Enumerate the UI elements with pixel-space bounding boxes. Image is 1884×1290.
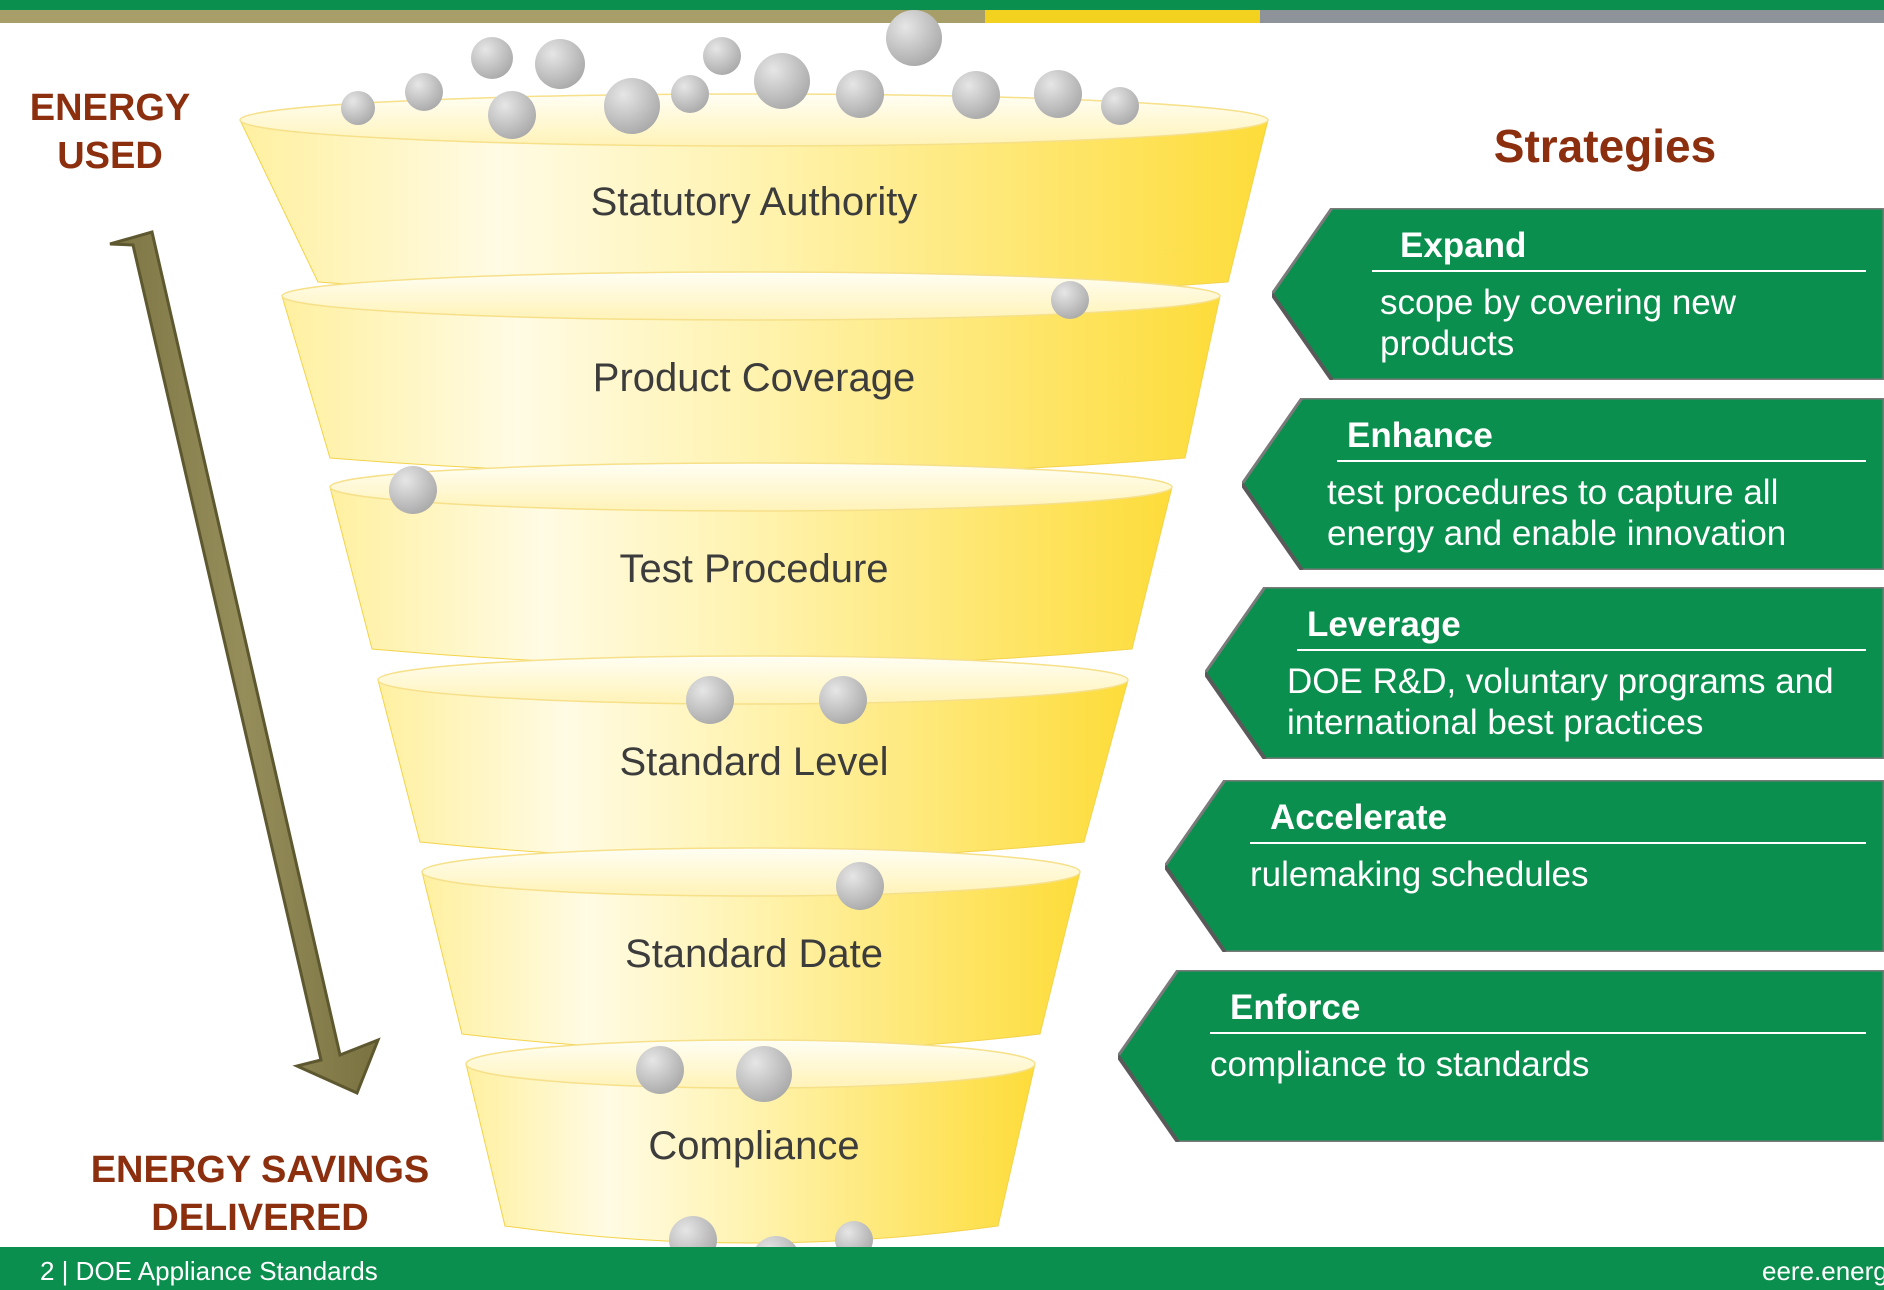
energy-ball <box>1034 70 1082 118</box>
strategy-chevron-shape <box>1205 587 1884 759</box>
funnel-tier <box>281 271 1221 476</box>
strategy-title-underline <box>1337 460 1866 462</box>
energy-ball <box>686 676 734 724</box>
energy-ball <box>952 71 1000 119</box>
energy-ball <box>819 676 867 724</box>
top-green-stripe <box>0 0 1884 10</box>
energy-savings-text: ENERGY SAVINGS DELIVERED <box>90 1149 430 1239</box>
energy-ball <box>535 39 585 89</box>
strategy-title: Expand <box>1400 226 1527 265</box>
energy-ball <box>341 91 375 125</box>
top-olive-stripe <box>0 10 985 23</box>
strategy-enforce: Enforce compliance to standards <box>1118 970 1884 1142</box>
energy-ball <box>471 37 513 79</box>
energy-ball <box>389 466 437 514</box>
strategy-title-underline <box>1210 1032 1866 1034</box>
funnel-tier <box>329 462 1173 667</box>
energy-ball <box>636 1046 684 1094</box>
energy-ball <box>836 862 884 910</box>
strategy-title-underline <box>1250 842 1866 844</box>
top-yellow-stripe <box>985 10 1260 23</box>
strategy-accelerate: Accelerate rulemaking schedules <box>1165 780 1884 952</box>
strategy-title: Accelerate <box>1270 798 1448 837</box>
energy-ball <box>703 37 741 75</box>
strategy-chevron-shape <box>1118 970 1884 1142</box>
energy-ball <box>488 91 536 139</box>
funnel-tier-label: Compliance <box>648 1124 860 1168</box>
strategy-title-underline <box>1372 270 1866 272</box>
strategy-title: Enforce <box>1230 988 1361 1027</box>
energy-ball <box>671 75 709 113</box>
strategy-enhance: Enhance test procedures to capture all en… <box>1242 398 1884 570</box>
strategy-description: compliance to standards <box>1210 1045 1590 1084</box>
top-gray-stripe <box>1260 10 1884 23</box>
top-accent-bar <box>0 0 1884 24</box>
funnel-tier-label: Standard Level <box>619 740 889 784</box>
energy-used-label: ENERGY USED <box>0 84 220 180</box>
funnel-tier <box>421 847 1081 1052</box>
energy-ball <box>405 73 443 111</box>
energy-ball <box>836 70 884 118</box>
strategies-heading: Strategies <box>1493 120 1717 172</box>
strategy-title: Enhance <box>1347 416 1493 455</box>
strategy-chevron-shape <box>1165 780 1884 952</box>
strategy-title: Leverage <box>1307 605 1461 644</box>
strategy-description: scope by covering new products <box>1380 283 1737 363</box>
energy-ball <box>604 78 660 134</box>
footer-url-text: eere.energy.gov <box>1762 1256 1884 1286</box>
energy-savings-label: ENERGY SAVINGS DELIVERED <box>40 1146 480 1242</box>
funnel-tier-label: Standard Date <box>625 932 883 976</box>
strategy-description: test procedures to capture all energy an… <box>1327 473 1787 553</box>
funnel-tier <box>465 1039 1036 1244</box>
energy-ball <box>1101 87 1139 125</box>
energy-arrow <box>109 230 381 1096</box>
funnel-tiers <box>239 93 1269 1244</box>
energy-ball <box>736 1046 792 1102</box>
funnel-tier-label: Statutory Authority <box>590 180 918 224</box>
strategy-chevron-shape <box>1272 208 1884 380</box>
strategy-description: rulemaking schedules <box>1250 855 1589 894</box>
energy-used-text: ENERGY USED <box>29 87 191 177</box>
energy-ball <box>754 53 810 109</box>
funnel-tier <box>377 655 1129 860</box>
funnel-tier-label: Test Procedure <box>619 547 889 591</box>
strategy-expand: Expand scope by covering new products <box>1272 208 1884 380</box>
footer-bar <box>0 1247 1884 1290</box>
footer-left-text: 2 | DOE Appliance Standards <box>40 1256 378 1286</box>
energy-ball <box>886 10 942 66</box>
strategy-description: DOE R&D, voluntary programs and internat… <box>1287 662 1834 742</box>
funnel-tier-label: Product Coverage <box>592 356 916 400</box>
energy-ball <box>1051 281 1089 319</box>
strategy-title-underline <box>1297 649 1866 651</box>
strategy-chevron-shape <box>1242 398 1884 570</box>
